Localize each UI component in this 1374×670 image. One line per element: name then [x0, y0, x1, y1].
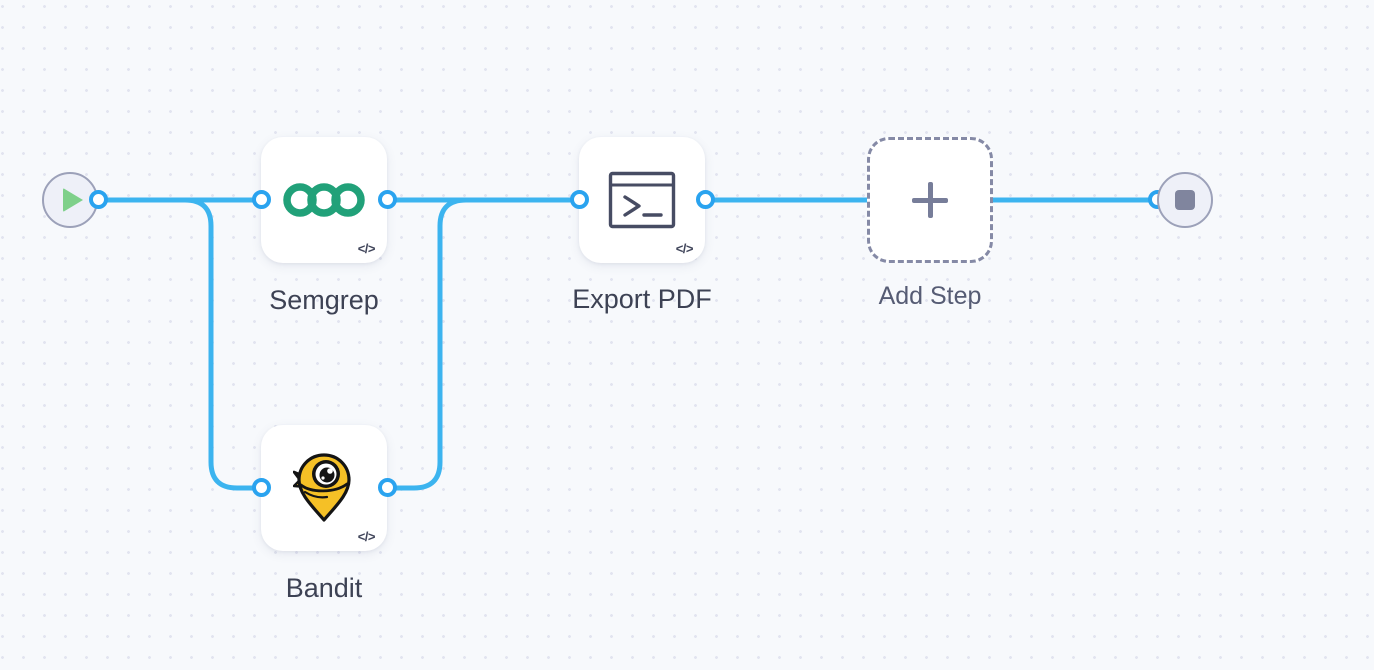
export-pdf-input-port[interactable] — [570, 190, 589, 209]
bandit-input-port[interactable] — [252, 478, 271, 497]
semgrep-output-port[interactable] — [378, 190, 397, 209]
code-badge-icon: </> — [675, 241, 694, 256]
node-label-add-step: Add Step — [878, 282, 982, 310]
add-step-button[interactable] — [867, 137, 993, 263]
node-label-bandit: Bandit — [285, 573, 363, 603]
terminal-icon — [608, 171, 676, 229]
start-node[interactable] — [42, 172, 98, 228]
node-export-pdf[interactable]: </> — [579, 137, 705, 263]
plus-icon — [912, 182, 948, 218]
stop-icon — [1175, 190, 1195, 210]
semgrep-logo-icon — [283, 182, 365, 218]
semgrep-input-port[interactable] — [252, 190, 271, 209]
end-node[interactable] — [1157, 172, 1213, 228]
edge-bandit-to-exportpdf — [384, 197, 583, 491]
export-pdf-icon-area — [579, 137, 705, 263]
export-pdf-output-port[interactable] — [696, 190, 715, 209]
bandit-output-port[interactable] — [378, 478, 397, 497]
node-label-export-pdf: Export PDF — [572, 284, 712, 314]
bandit-icon-area — [261, 425, 387, 551]
play-icon — [63, 188, 83, 212]
bandit-logo-icon — [293, 453, 355, 523]
node-semgrep[interactable]: </> — [261, 137, 387, 263]
semgrep-icon-area — [261, 137, 387, 263]
node-label-semgrep: Semgrep — [269, 285, 379, 315]
code-badge-icon: </> — [357, 241, 376, 256]
start-output-port[interactable] — [89, 190, 108, 209]
code-badge-icon: </> — [357, 529, 376, 544]
edge-start-to-bandit — [96, 197, 265, 491]
node-bandit[interactable]: </> — [261, 425, 387, 551]
